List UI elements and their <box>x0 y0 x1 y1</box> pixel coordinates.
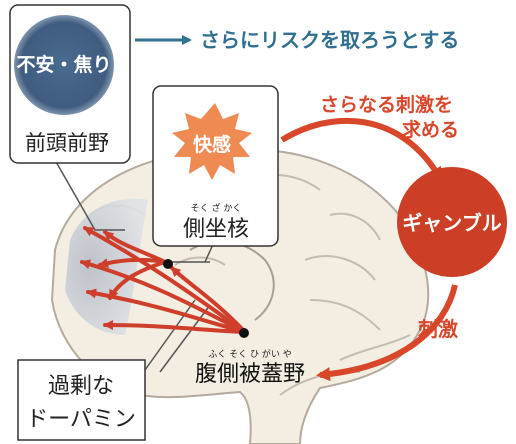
dopamine-line1: 過剰な <box>48 374 114 399</box>
seek-more-arrow <box>280 117 443 182</box>
gambling-label: ギャンブル <box>402 211 501 235</box>
vta-dot <box>239 328 249 338</box>
pleasure-box: 快感 そく ざ かく 側坐核 <box>152 85 279 247</box>
stimulus-arrow <box>316 284 458 382</box>
nucleus-accumbens-ruby: そく ざ かく <box>191 202 242 214</box>
dopamine-box: 過剰な ドーパミン <box>17 359 146 441</box>
connector-lines <box>54 159 216 373</box>
stimulus-label: 刺激 <box>418 317 458 341</box>
nucleus-accumbens-label: 側坐核 <box>183 217 249 242</box>
dopamine-line2: ドーパミン <box>26 407 136 432</box>
prefrontal-label: 前頭前野 <box>25 131 109 155</box>
more-stimulus-line2: 求める <box>402 118 459 141</box>
dopamine-arrows <box>80 226 247 334</box>
burst-icon <box>172 103 252 180</box>
prefrontal-box: 不安・焦り 前頭前野 <box>9 4 131 164</box>
nucleus-accumbens-dot <box>163 259 173 269</box>
vta-label: 腹側被蓋野 <box>195 362 305 387</box>
more-stimulus-line1: さらなる刺激を <box>320 93 453 116</box>
emotion-label: 不安・焦り <box>16 53 111 76</box>
vta-ruby: ふく そく ひ がい や <box>208 348 291 360</box>
top-arrow-text: さらにリスクを取ろうとする <box>200 28 459 52</box>
gambling-circle <box>397 167 507 277</box>
pleasure-label: 快感 <box>193 133 231 156</box>
